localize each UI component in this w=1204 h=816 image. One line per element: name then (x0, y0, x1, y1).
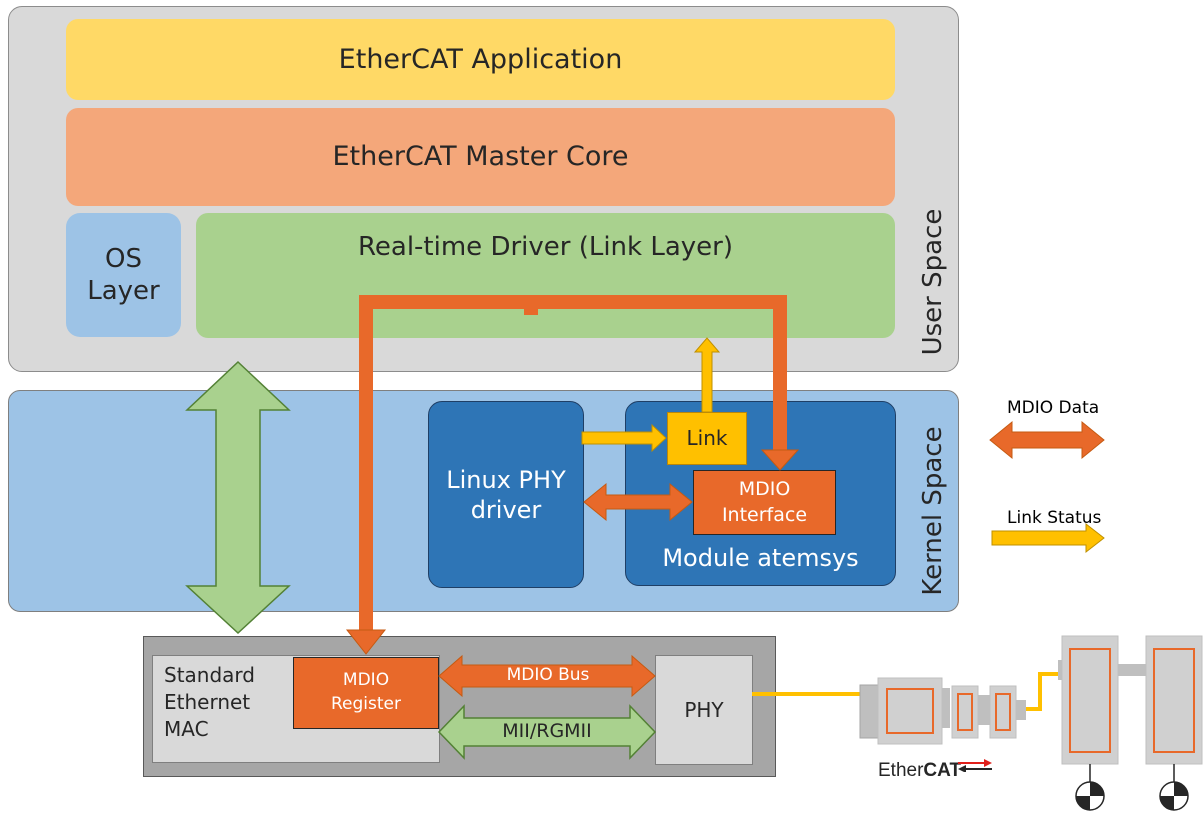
ethercat-logo-arrows (958, 759, 992, 772)
mdio-path-line (359, 295, 787, 630)
mdio-interface-box: MDIO Interface (693, 470, 836, 535)
legend-link-status-arrow (991, 522, 1105, 554)
ethercat-logo-cat: CAT (923, 760, 962, 781)
link-status-arrow-up (693, 337, 721, 413)
linux-phy-driver-box: Linux PHY driver (428, 401, 584, 588)
ethercat-application-layer: EtherCAT Application (66, 19, 895, 100)
green-vertical-double-arrow (185, 360, 291, 635)
mdio-double-arrow-kernel (583, 482, 693, 522)
ethernet-mac-label: Standard Ethernet MAC (164, 663, 255, 741)
phy-box: PHY (655, 655, 753, 765)
mdio-arrowhead-register (345, 629, 387, 655)
mii-rgmii-arrow (437, 704, 657, 760)
ethercat-logo-ether: Ether (878, 760, 924, 781)
ethercat-logo: EtherCAT (878, 759, 1018, 790)
realtime-driver-label: Real-time Driver (Link Layer) (358, 231, 733, 262)
legend-link-status-label: Link Status (1007, 508, 1102, 528)
ethercat-master-core-layer: EtherCAT Master Core (66, 108, 895, 206)
module-atemsys-label: Module atemsys (662, 544, 859, 572)
mdio-bus-label: MDIO Bus (506, 665, 590, 686)
legend-mdio-data-label: MDIO Data (1007, 398, 1100, 418)
mdio-register-box: MDIO Register (293, 657, 439, 729)
os-layer-box: OS Layer (66, 213, 181, 337)
mdio-arrowhead-interface (760, 449, 800, 471)
mdio-bus-arrow (438, 654, 656, 698)
ethercat-slave-devices (859, 635, 1203, 811)
mii-rgmii-label: MII/RGMII (502, 720, 592, 743)
link-status-arrow-right (581, 423, 667, 453)
link-status-box: Link (667, 412, 747, 465)
legend-mdio-data-arrow (989, 420, 1105, 460)
